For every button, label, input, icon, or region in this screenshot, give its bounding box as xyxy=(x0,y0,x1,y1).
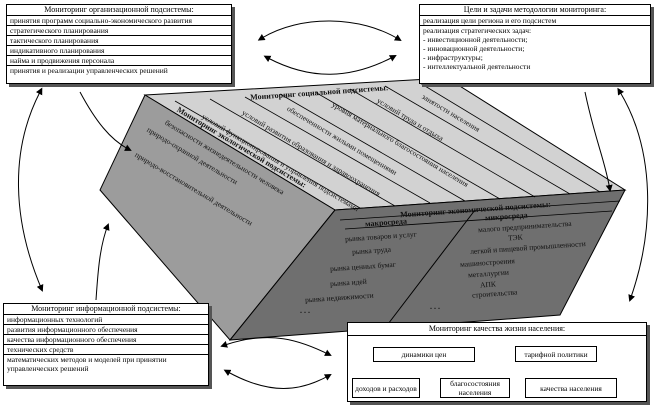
node-welfare: благосостояния населения xyxy=(440,378,510,398)
arrow-info-quality-top xyxy=(220,337,332,356)
node-prices: динамики цен xyxy=(373,347,475,362)
arrow-org-left xyxy=(18,87,44,292)
node-quality: качества населения xyxy=(525,378,617,398)
goals-box-title: Цели и задачи методологии мониторинга: xyxy=(463,5,607,14)
goals-box-lines: реализация цели региона и его подсистем … xyxy=(420,15,650,71)
social-column-lines xyxy=(174,82,601,209)
list-item: математических методов и моделей при при… xyxy=(7,355,167,373)
micro-ellipsis: . . . xyxy=(430,302,440,311)
list-item: технических средств xyxy=(4,345,208,355)
goals-box: Цели и задачи методологии мониторинга: р… xyxy=(419,4,651,84)
list-item: - инновационной деятельности; xyxy=(423,44,525,53)
info-box-items: информационных технологий развития инфор… xyxy=(4,315,208,373)
arrow-info-quality-low xyxy=(223,369,332,389)
list-item: - инфраструктуры; xyxy=(423,53,483,62)
list-item: тактического планирования xyxy=(7,36,231,46)
micro-item: ТЭК xyxy=(507,232,523,243)
list-item: развития информационного обеспечения xyxy=(4,325,208,335)
list-item: качества информационного обеспечения xyxy=(4,335,208,345)
list-item: информационных технологий xyxy=(4,315,208,325)
list-item: - интеллектуальной деятельности xyxy=(423,62,531,71)
arrow-goals-right xyxy=(617,87,649,302)
arrow-org-goals-top xyxy=(257,20,402,42)
list-item: реализация цели региона и его подсистем xyxy=(420,16,650,26)
list-item: принятия программ социально-экономическо… xyxy=(7,16,231,26)
list-item: индикативного планирования xyxy=(7,46,231,56)
list-item: - инвестиционной деятельности; xyxy=(423,35,528,44)
quality-box-title: Мониторинг качества жизни населения: xyxy=(348,323,646,336)
econ-divider xyxy=(384,209,476,329)
org-box-title: Мониторинг организационной подсистемы: xyxy=(44,5,194,14)
arrow-org-goals-low xyxy=(263,55,397,75)
info-box-title: Мониторинг информационной подсистемы: xyxy=(4,304,208,315)
node-income: доходов и расходов xyxy=(352,378,420,398)
list-item: найма и продвижения персонала xyxy=(7,56,231,66)
macro-ellipsis: . . . xyxy=(300,306,310,315)
arrow-goals-prism xyxy=(584,91,613,192)
list-item: реализация стратегических задач: xyxy=(423,26,532,35)
org-monitoring-box: Мониторинг организационной подсистемы: п… xyxy=(6,4,232,84)
flow-arrows xyxy=(18,20,649,389)
info-monitoring-box: Мониторинг информационной подсистемы: ин… xyxy=(3,303,209,386)
list-item: стратегического планирования xyxy=(7,26,231,36)
economic-face xyxy=(228,189,626,341)
org-box-items: принятия программ социально-экономическо… xyxy=(7,15,231,75)
arrow-org-prism xyxy=(79,91,132,151)
list-item: принятия и реализации управленческих реш… xyxy=(10,66,168,75)
arrow-info-up xyxy=(95,223,110,301)
node-tariff: тарифной политики xyxy=(515,346,597,362)
